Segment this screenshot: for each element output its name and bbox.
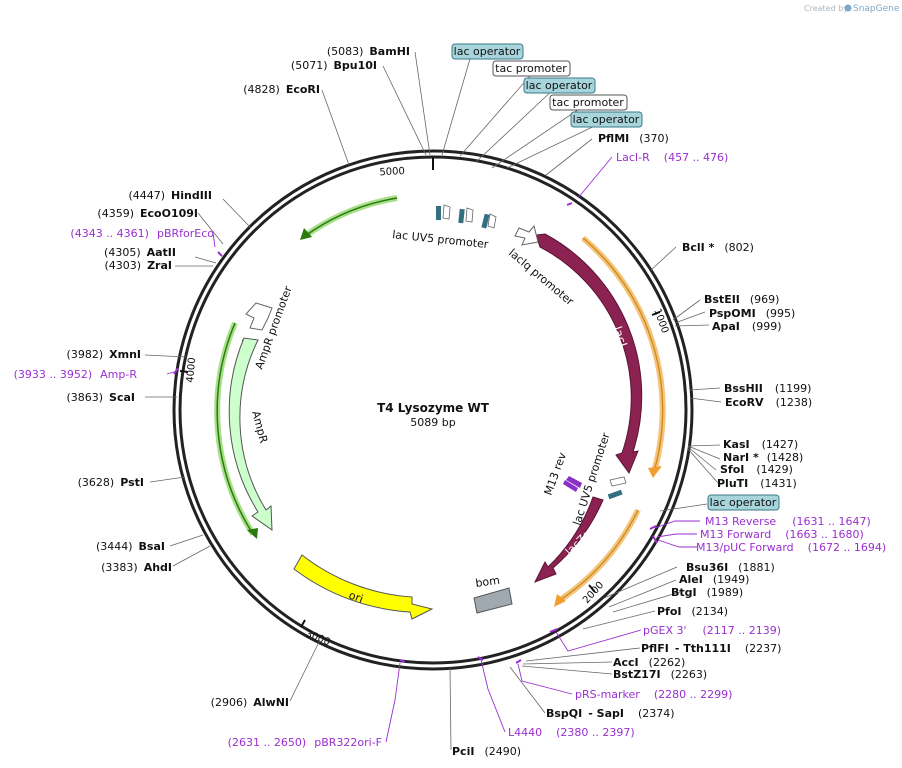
box-lac-operator-4 [707, 494, 780, 511]
feature-orange-arrow-low-head [554, 594, 566, 607]
site-alwni: (2906)AlwNI [211, 696, 289, 709]
feature-laciq-promoter-icon [514, 224, 539, 246]
site-bsai: (3444)BsaI [96, 540, 165, 553]
credit-brand: SnapGene [853, 4, 900, 14]
primer-amp-r: (3933 .. 3952)Amp-R [14, 368, 138, 381]
feature-orange-arc-low-line [559, 509, 639, 601]
site-ecori: (4828)EcoRI [243, 83, 320, 96]
feature-green-arc-left-line [216, 322, 254, 535]
feature-orange-arc-right-line [582, 237, 664, 469]
primer-pbrforeco: (4343 .. 4361)pBRforEco [70, 227, 214, 240]
snapgene-logo-icon [844, 4, 852, 12]
feature-orange-arrow-right-head [648, 466, 662, 478]
tick-5000: 5000 [379, 166, 405, 178]
site-pfoi: PfoI(2134) [657, 605, 728, 618]
feature-ampr-promoter-icon [245, 302, 273, 331]
box-lac-operator-2 [523, 77, 596, 94]
site-hindiii: (4447)HindIII [128, 189, 212, 202]
primer-ticks [173, 202, 658, 664]
feature-green-arrow-top-head [300, 228, 312, 240]
feature-green-arc-top-line [304, 197, 398, 237]
tick-4000: 4000 [185, 357, 198, 383]
svg-text:lac operator: lac operator [526, 79, 593, 92]
feature-green-arrow-left-head [247, 528, 258, 539]
feature-ampr [228, 337, 273, 531]
site-kasi: KasI(1427) [723, 438, 798, 451]
box-lac-operator-1 [451, 43, 524, 60]
primer-labels: LacI-R(457 .. 476) (4343 .. 4361)pBRforE… [14, 151, 887, 749]
box-tac-promoter-1 [492, 60, 571, 77]
svg-text:lac operator: lac operator [573, 113, 640, 126]
left-site-labels: (5083)BamHI (5071)Bpu10I (4828)EcoRI (44… [66, 45, 410, 709]
primer-m13-reverse: M13 Reverse(1631 .. 1647) [705, 515, 871, 528]
site-pspomi: PspOMI(995) [709, 307, 795, 320]
tick-marks [179, 157, 661, 628]
primer-pgex3: pGEX 3'(2117 .. 2139) [643, 624, 781, 637]
primer-l4440: L4440(2380 .. 2397) [508, 726, 635, 739]
site-scai: (3863)ScaI [66, 391, 135, 404]
site-bspqi: BspQI- SapI(2374) [546, 707, 675, 720]
site-bsshii: BssHII(1199) [724, 382, 811, 395]
site-bpu10i: (5071)Bpu10I [291, 59, 377, 72]
backbone-outer [172, 149, 694, 671]
right-site-labels: PflMI(370) BclI *(802) BstEII(969) PspOM… [452, 132, 812, 758]
svg-text:lac operator: lac operator [454, 45, 521, 58]
box-lac-operator-3 [570, 111, 643, 128]
feature-laci [535, 233, 643, 475]
operator-glyphs-top [436, 204, 497, 229]
feature-m13rev-label: M13 rev [542, 450, 570, 497]
svg-text:tac promoter: tac promoter [495, 62, 567, 75]
site-bsu36i: Bsu36I(1881) [686, 561, 775, 574]
site-ahdi: (3383)AhdI [101, 561, 172, 574]
plasmid-name: T4 Lysozyme WT [377, 401, 490, 415]
credit-created-by: Created by [804, 4, 848, 13]
site-pcii: PciI(2490) [452, 745, 521, 758]
site-aatii: (4305)AatII [104, 246, 176, 259]
site-bstz17i: BstZ17I(2263) [613, 668, 707, 681]
site-zrai: (4303)ZraI [105, 259, 173, 272]
site-pluti: PluTI(1431) [717, 477, 797, 490]
feature-ori [293, 554, 434, 620]
feature-laci-label: lacI [610, 325, 630, 349]
site-ecorv: EcoRV(1238) [725, 396, 812, 409]
leader-lines [144, 51, 722, 751]
site-acci: AccI(2262) [613, 656, 685, 669]
feature-green-arc-top [303, 195, 398, 239]
feature-bom-label: bom [475, 574, 501, 590]
feature-ampr-label: AmpR [249, 409, 270, 444]
primer-laci-r: LacI-R(457 .. 476) [616, 151, 728, 164]
site-nari: NarI *(1428) [723, 451, 803, 464]
plasmid-length: 5089 bp [410, 416, 455, 429]
feature-laczalpha [533, 496, 604, 583]
site-xmni: (3982)XmnI [67, 348, 141, 361]
site-sfoi: SfoI(1429) [720, 463, 793, 476]
primer-m13-forward: M13 Forward(1663 .. 1680) [700, 528, 864, 541]
primer-leader-lines [166, 156, 700, 743]
feature-ori-label: ori [347, 589, 365, 606]
operator-glyph-mid [607, 489, 623, 500]
site-pflmi: PflMI(370) [598, 132, 669, 145]
primer-prs-marker: pRS-marker(2280 .. 2299) [575, 688, 732, 701]
m13-rev-arrows [563, 476, 582, 492]
site-btgi: BtgI(1989) [671, 586, 743, 599]
feature-lacuv5-top-label: lac UV5 promoter [392, 228, 490, 251]
svg-text:tac promoter: tac promoter [552, 96, 624, 109]
svg-text:lac operator: lac operator [710, 496, 777, 509]
feature-bom [473, 587, 513, 614]
site-bcli: BclI *(802) [682, 241, 754, 254]
boxed-labels: lac operator tac promoter lac operator t… [451, 43, 780, 511]
promoter-glyph-mid [609, 476, 627, 487]
primer-pbr322ori-f: (2631 .. 2650)pBR322ori-F [228, 736, 382, 749]
primer-m13-puc-forward: M13/pUC Forward(1672 .. 1694) [696, 541, 886, 554]
site-bamhi: (5083)BamHI [327, 45, 410, 58]
site-apai: ApaI(999) [712, 320, 782, 333]
box-tac-promoter-2 [549, 94, 628, 111]
site-pflfi: PflFI- Tth111I(2237) [641, 642, 781, 655]
site-ecoo109i: (4359)EcoO109I [97, 207, 198, 220]
site-bsteii: BstEII(969) [704, 293, 779, 306]
site-alei: AleI(1949) [679, 573, 749, 586]
site-psti: (3628)PstI [78, 476, 144, 489]
